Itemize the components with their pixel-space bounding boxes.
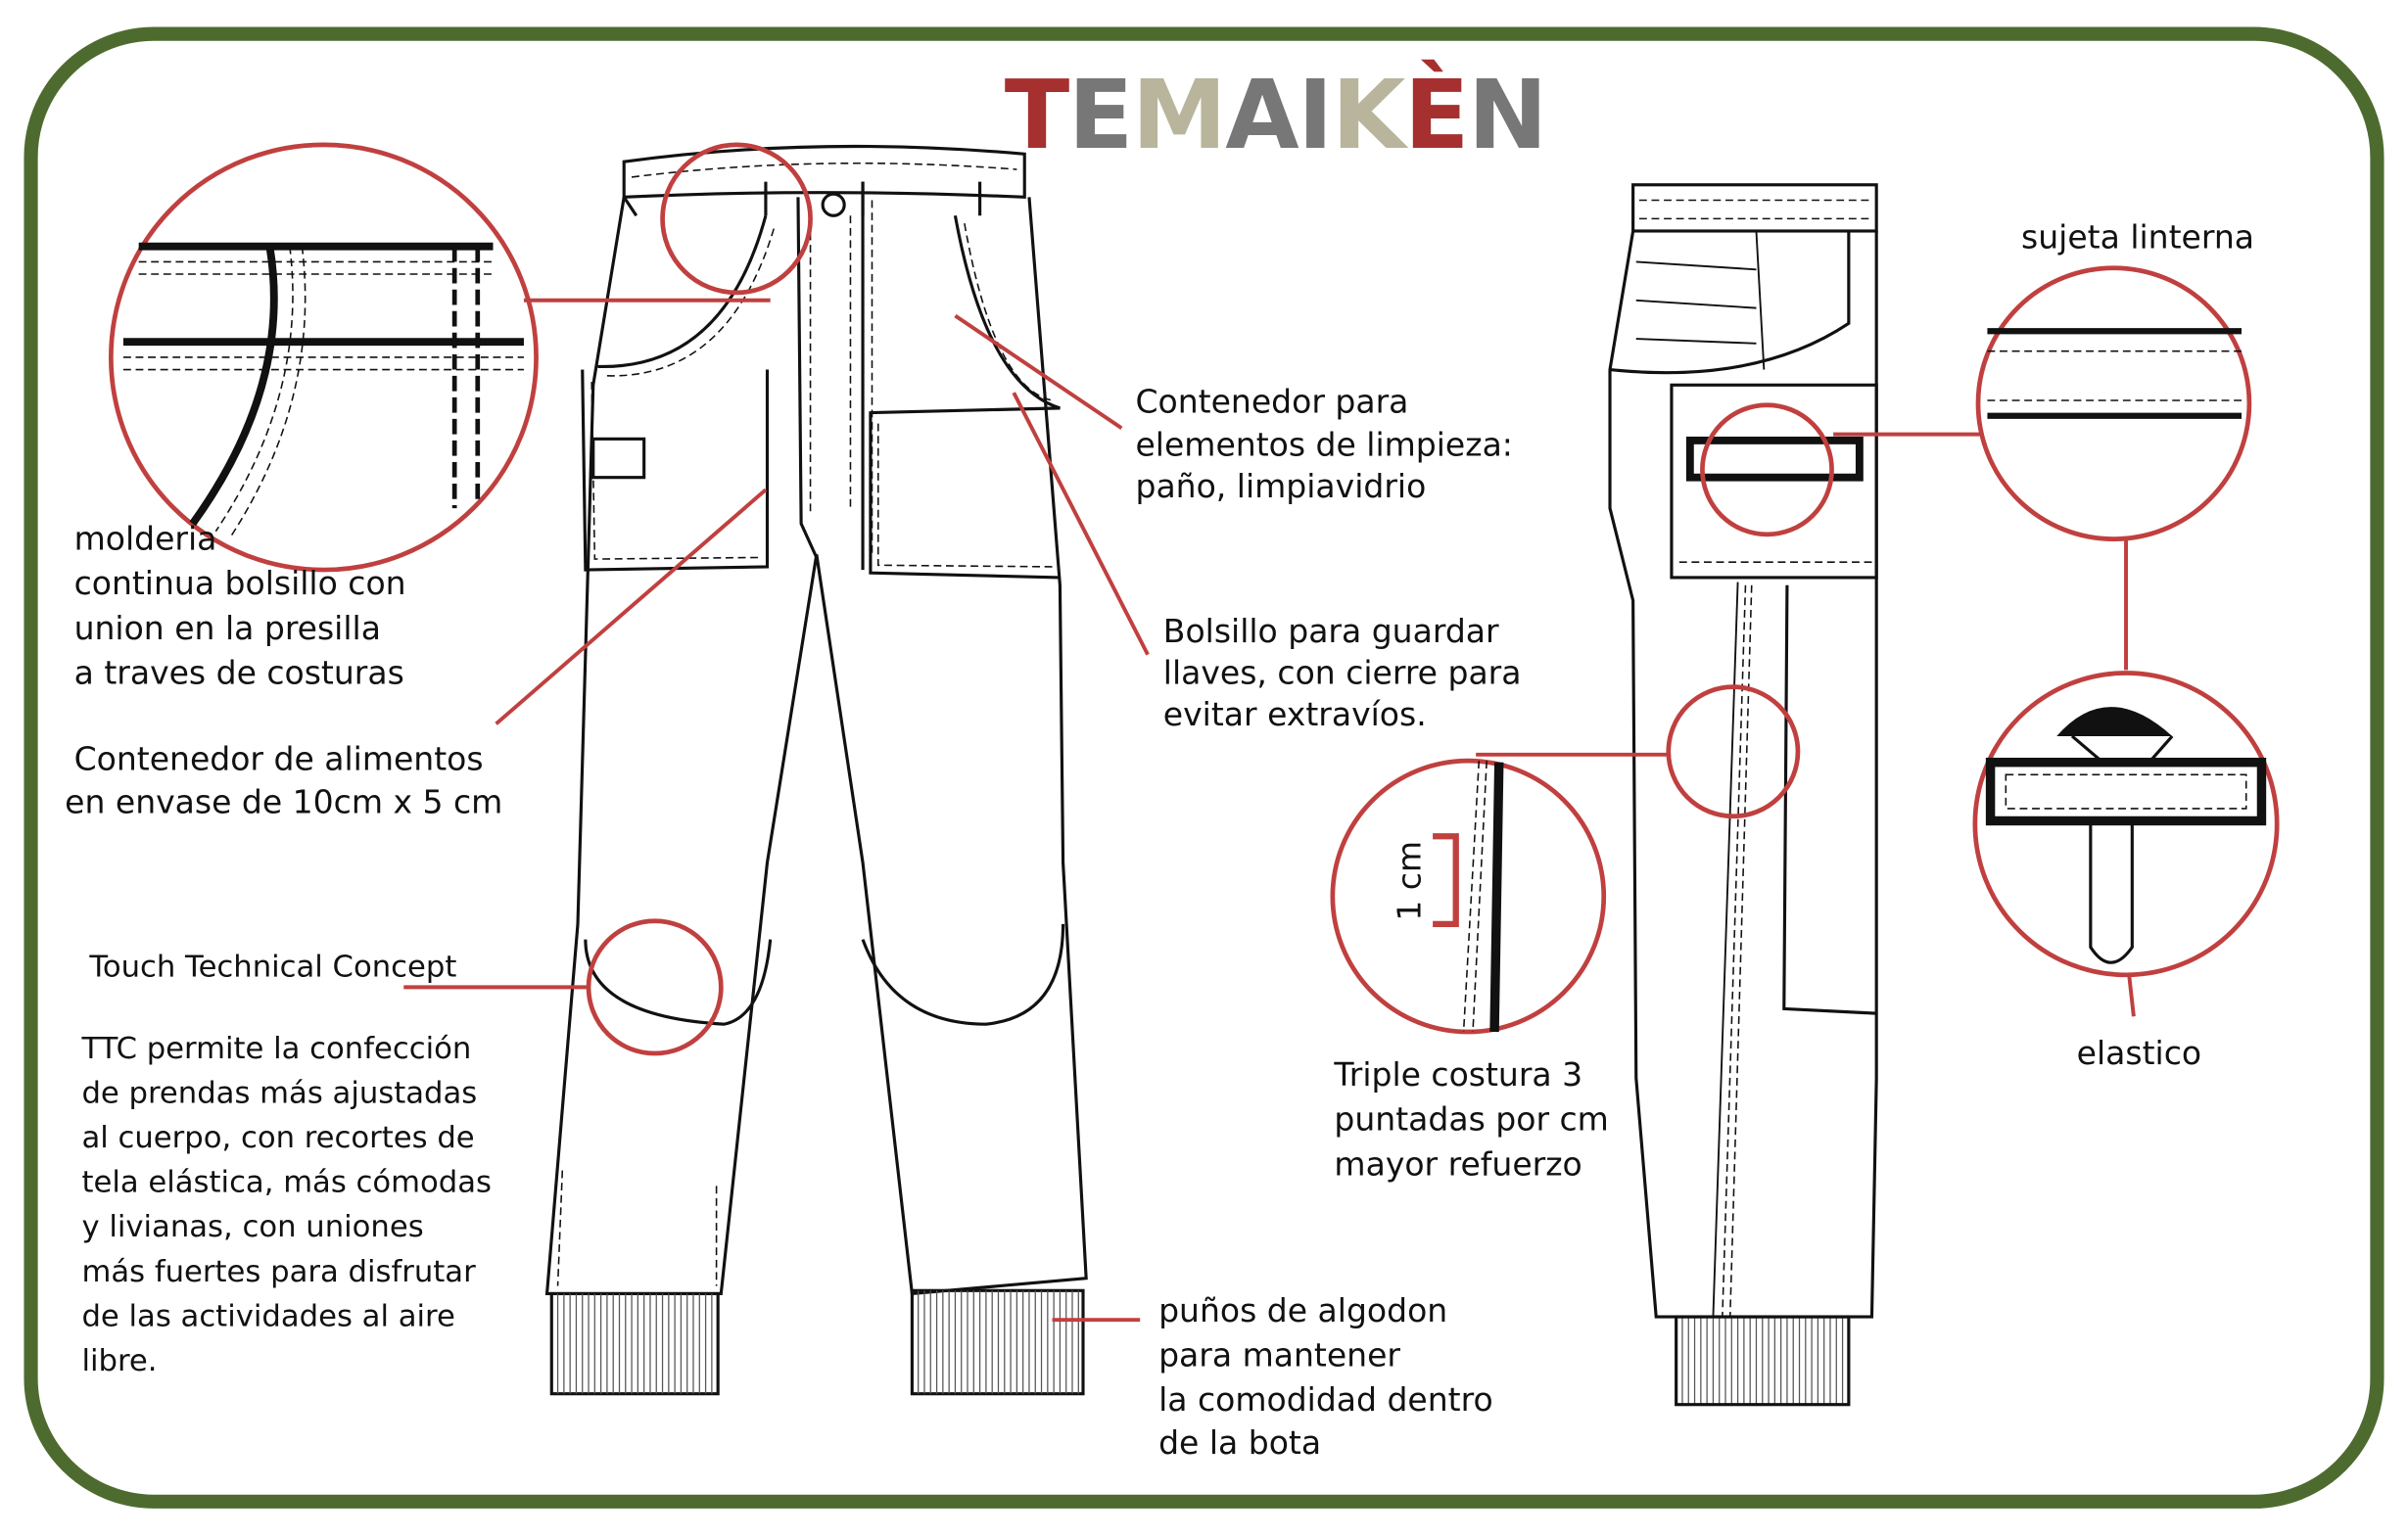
logo-letter: M (1132, 60, 1225, 171)
label-line: llaves, con cierre para (1163, 653, 1522, 691)
label-line: mayor refuerzo (1334, 1144, 1582, 1183)
label-measure: 1 cm (1391, 841, 1429, 921)
label-line: y livianas, con uniones (81, 1210, 423, 1244)
label-line: union en la presilla (74, 609, 381, 647)
label-line: puntadas por cm (1334, 1100, 1608, 1139)
label-elastic: elastico (2077, 1034, 2201, 1072)
logo-letter: È (1404, 59, 1468, 171)
label-keys-pocket: Bolsillo para guardar llaves, con cierre… (1163, 612, 1522, 733)
label-line: de prendas más ajustadas (81, 1076, 477, 1110)
frame-border (24, 26, 2384, 1509)
label-molderia: molderia continua bolsillo con union en … (74, 520, 406, 692)
label-line: TTC permite la confección (80, 1032, 471, 1066)
front-pants-drawing (544, 144, 1844, 1405)
cuff-ribbing (556, 1290, 1844, 1405)
label-food-container: Contenedor de alimentos en envase de 10c… (65, 740, 502, 821)
label-line: paño, limpiavidrio (1135, 467, 1426, 505)
label-line: tela elástica, más cómodas (81, 1166, 492, 1200)
waistband-detail-zoom (122, 242, 524, 536)
label-line: más fuertes para disfrutar (81, 1255, 476, 1289)
leader-lines (403, 298, 2136, 1323)
label-line: evitar extravíos. (1163, 695, 1427, 733)
logo-letter: K (1332, 60, 1409, 171)
label-line: al cuerpo, con recortes de (81, 1121, 474, 1155)
label-ttc-title: Touch Technical Concept (88, 950, 456, 984)
label-line: libre. (81, 1344, 157, 1378)
label-cuffs: puños de algodon para mantener la comodi… (1158, 1291, 1493, 1462)
side-pants-drawing (1608, 183, 1878, 1407)
label-line: la comodidad dentro (1158, 1380, 1493, 1419)
logo-letter: A (1225, 60, 1298, 171)
label-line: puños de algodon (1158, 1291, 1447, 1329)
label-line: Contenedor para (1135, 383, 1408, 421)
triple-stitch-detail (1433, 761, 1504, 1033)
flashlight-holder-strap (1685, 436, 1864, 482)
logo-letter: E (1068, 60, 1132, 171)
label-line: de las actividades al aire (81, 1299, 454, 1333)
callouts (108, 142, 2280, 1056)
temaiken-logo: TEMAIKÈN (1005, 59, 1546, 171)
label-flashlight-holder: sujeta linterna (2021, 217, 2254, 256)
label-line: a traves de costuras (74, 653, 404, 691)
logo-letter: N (1468, 60, 1546, 171)
label-line: continua bolsillo con (74, 564, 406, 602)
label-triple-stitch: Triple costura 3 puntadas por cm mayor r… (1333, 1055, 1608, 1183)
label-line: en envase de 10cm x 5 cm (65, 783, 502, 821)
logo-letter: I (1298, 60, 1332, 171)
elastic-detail (1985, 707, 2267, 964)
label-line: de la bota (1158, 1423, 1321, 1462)
label-line: molderia (74, 520, 217, 558)
label-line: para mantener (1158, 1335, 1400, 1374)
label-line: Triple costura 3 (1333, 1055, 1582, 1094)
label-line: elementos de limpieza: (1135, 426, 1512, 464)
label-cleaning-container: Contenedor para elementos de limpieza: p… (1135, 383, 1512, 506)
label-ttc-body: TTC permite la confección de prendas más … (80, 1032, 492, 1378)
label-line: Contenedor de alimentos (74, 740, 484, 778)
label-line: Bolsillo para guardar (1163, 612, 1499, 650)
